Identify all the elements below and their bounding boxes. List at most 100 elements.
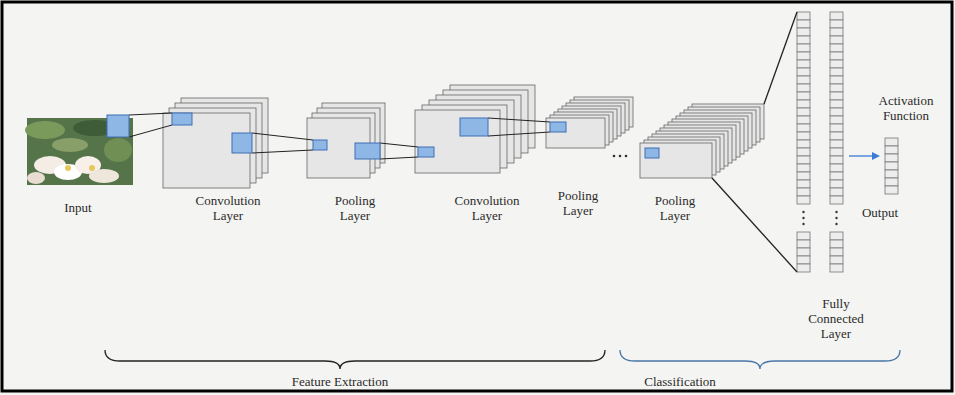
neuron-cell [830, 20, 843, 28]
kernel-window [232, 133, 252, 153]
layer-label: Pooling Layer [644, 193, 706, 223]
neuron-cell [797, 28, 810, 36]
neuron-cell [797, 148, 810, 156]
neuron-cell [830, 68, 843, 76]
neuron-cell [885, 162, 898, 170]
dot [835, 211, 837, 213]
ellipsis-dots [613, 155, 628, 158]
neuron-cell [797, 180, 810, 188]
kernel-window [645, 148, 659, 158]
feature-map [415, 110, 500, 173]
layer-label: Classification [600, 374, 760, 389]
layer-label: Feature Extraction [240, 374, 440, 389]
neuron-cell [830, 108, 843, 116]
kernel-window [355, 143, 380, 159]
neuron-cell [797, 172, 810, 180]
dot [835, 223, 837, 225]
neuron-cell [797, 124, 810, 132]
neuron-cell [830, 76, 843, 84]
neuron-cell [830, 36, 843, 44]
neuron-cell [797, 100, 810, 108]
neuron-cell [797, 68, 810, 76]
neuron-cell [797, 140, 810, 148]
neuron-cell [797, 76, 810, 84]
arrow-head [872, 152, 880, 160]
brace [620, 350, 900, 369]
neuron-cell [830, 52, 843, 60]
receptive-line [488, 132, 550, 136]
neuron-cell [830, 188, 843, 196]
layer-label: Input [48, 200, 108, 215]
frame [2, 2, 952, 391]
dot [625, 155, 628, 158]
feature-map [640, 143, 712, 178]
petal [89, 169, 119, 183]
kernel-window [460, 118, 488, 136]
dot [802, 223, 804, 225]
flower-centre [89, 165, 95, 171]
neuron-cell [797, 232, 810, 240]
kernel-window [172, 113, 192, 125]
brace [105, 350, 605, 369]
neuron-cell [830, 124, 843, 132]
neuron-cell [797, 240, 810, 248]
petal [27, 172, 45, 184]
layer-label: Pooling Layer [547, 188, 609, 218]
neuron-cell [797, 84, 810, 92]
neuron-cell [830, 180, 843, 188]
leaf [25, 121, 65, 139]
neuron-cell [830, 60, 843, 68]
neuron-cell [830, 164, 843, 172]
projection-line [764, 12, 797, 104]
neuron-cell [797, 92, 810, 100]
receptive-fields [107, 113, 659, 159]
receptive-line [129, 125, 172, 137]
receptive-line [129, 113, 172, 115]
kernel-window [550, 122, 566, 132]
neuron-cell [797, 256, 810, 264]
neuron-cell [797, 164, 810, 172]
leaf [104, 138, 132, 162]
neuron-cell [830, 172, 843, 180]
neuron-cell [797, 20, 810, 28]
flower-centre [65, 165, 71, 171]
kernel-window [107, 115, 129, 137]
leaf [52, 138, 88, 152]
neuron-cell [797, 12, 810, 20]
neuron-cell [830, 12, 843, 20]
neuron-cell [830, 100, 843, 108]
neuron-cell [797, 60, 810, 68]
neuron-cell [830, 84, 843, 92]
receptive-line [252, 150, 313, 153]
neuron-cell [885, 170, 898, 178]
neuron-cell [830, 264, 843, 272]
neuron-cell [830, 148, 843, 156]
layer-label: Convolution Layer [183, 193, 273, 223]
neuron-cell [797, 52, 810, 60]
receptive-line [488, 118, 550, 122]
neuron-cell [797, 156, 810, 164]
dense-layers [797, 12, 898, 272]
dot [802, 211, 804, 213]
neuron-cell [797, 132, 810, 140]
projection-line [712, 178, 797, 272]
neuron-cell [830, 28, 843, 36]
kernel-window [418, 147, 434, 157]
layer-label: Convolution Layer [442, 193, 532, 223]
neuron-cell [830, 140, 843, 148]
neuron-cell [885, 138, 898, 146]
feature-maps [163, 85, 764, 188]
dot [613, 155, 616, 158]
neuron-cell [830, 116, 843, 124]
layer-label: Activation Function [868, 93, 944, 123]
receptive-line [252, 133, 313, 140]
neuron-cell [830, 196, 843, 204]
feature-map [546, 118, 605, 148]
neuron-cell [885, 178, 898, 186]
neuron-cell [797, 188, 810, 196]
neuron-cell [797, 44, 810, 52]
neuron-cell [797, 108, 810, 116]
neuron-cell [830, 248, 843, 256]
dot [802, 217, 804, 219]
neuron-cell [830, 156, 843, 164]
